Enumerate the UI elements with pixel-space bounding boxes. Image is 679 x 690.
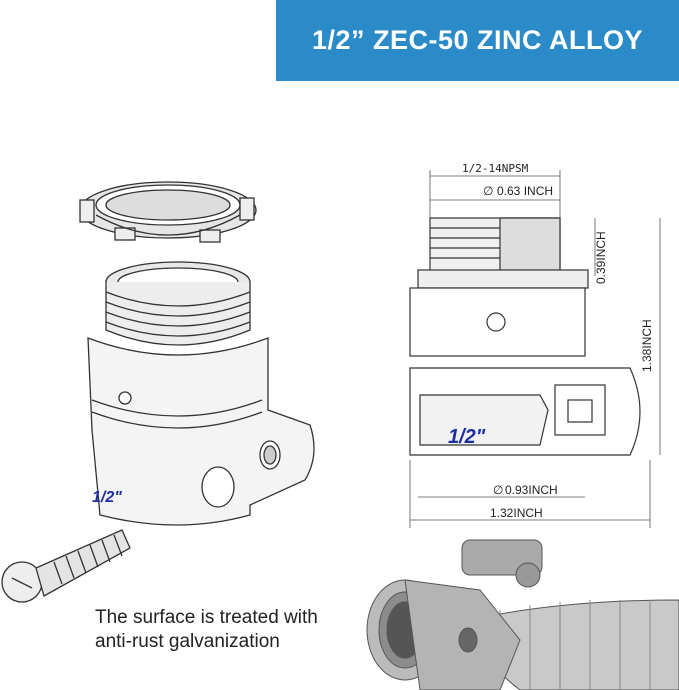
dim-thread-height: 0.39INCH (594, 231, 608, 284)
dim-diameter-symbol-2: ∅ (493, 483, 503, 497)
product-photo (350, 539, 679, 690)
locknut (79, 181, 257, 243)
title-banner: 1/2” ZEC-50 ZINC ALLOY (276, 0, 679, 81)
dim-thread-diameter: 0.63 INCH (497, 184, 553, 198)
connector-body (87, 337, 315, 526)
right-size-mark: 1/2" (448, 426, 486, 448)
caption-line-2: anti-rust galvanization (95, 631, 280, 652)
exploded-connector-drawing (1, 181, 315, 603)
dim-total-length: 1.32INCH (490, 506, 543, 520)
dimension-lines (409, 170, 661, 528)
dim-body-diameter: 0.93INCH (505, 483, 558, 497)
dimension-drawing (409, 217, 641, 456)
left-size-mark: 1/2" (92, 489, 122, 506)
product-title: 1/2” ZEC-50 ZINC ALLOY (311, 25, 644, 55)
clamp-screw (1, 529, 131, 603)
dim-total-height: 1.38INCH (640, 319, 654, 372)
threaded-section (105, 261, 251, 346)
caption-line-1: The surface is treated with (95, 607, 318, 628)
galvanization-caption: The surface is treated with anti-rust ga… (95, 606, 318, 654)
dim-thread-spec: 1/2-14NPSM (462, 162, 529, 175)
dim-diameter-symbol: ∅ (483, 184, 493, 198)
